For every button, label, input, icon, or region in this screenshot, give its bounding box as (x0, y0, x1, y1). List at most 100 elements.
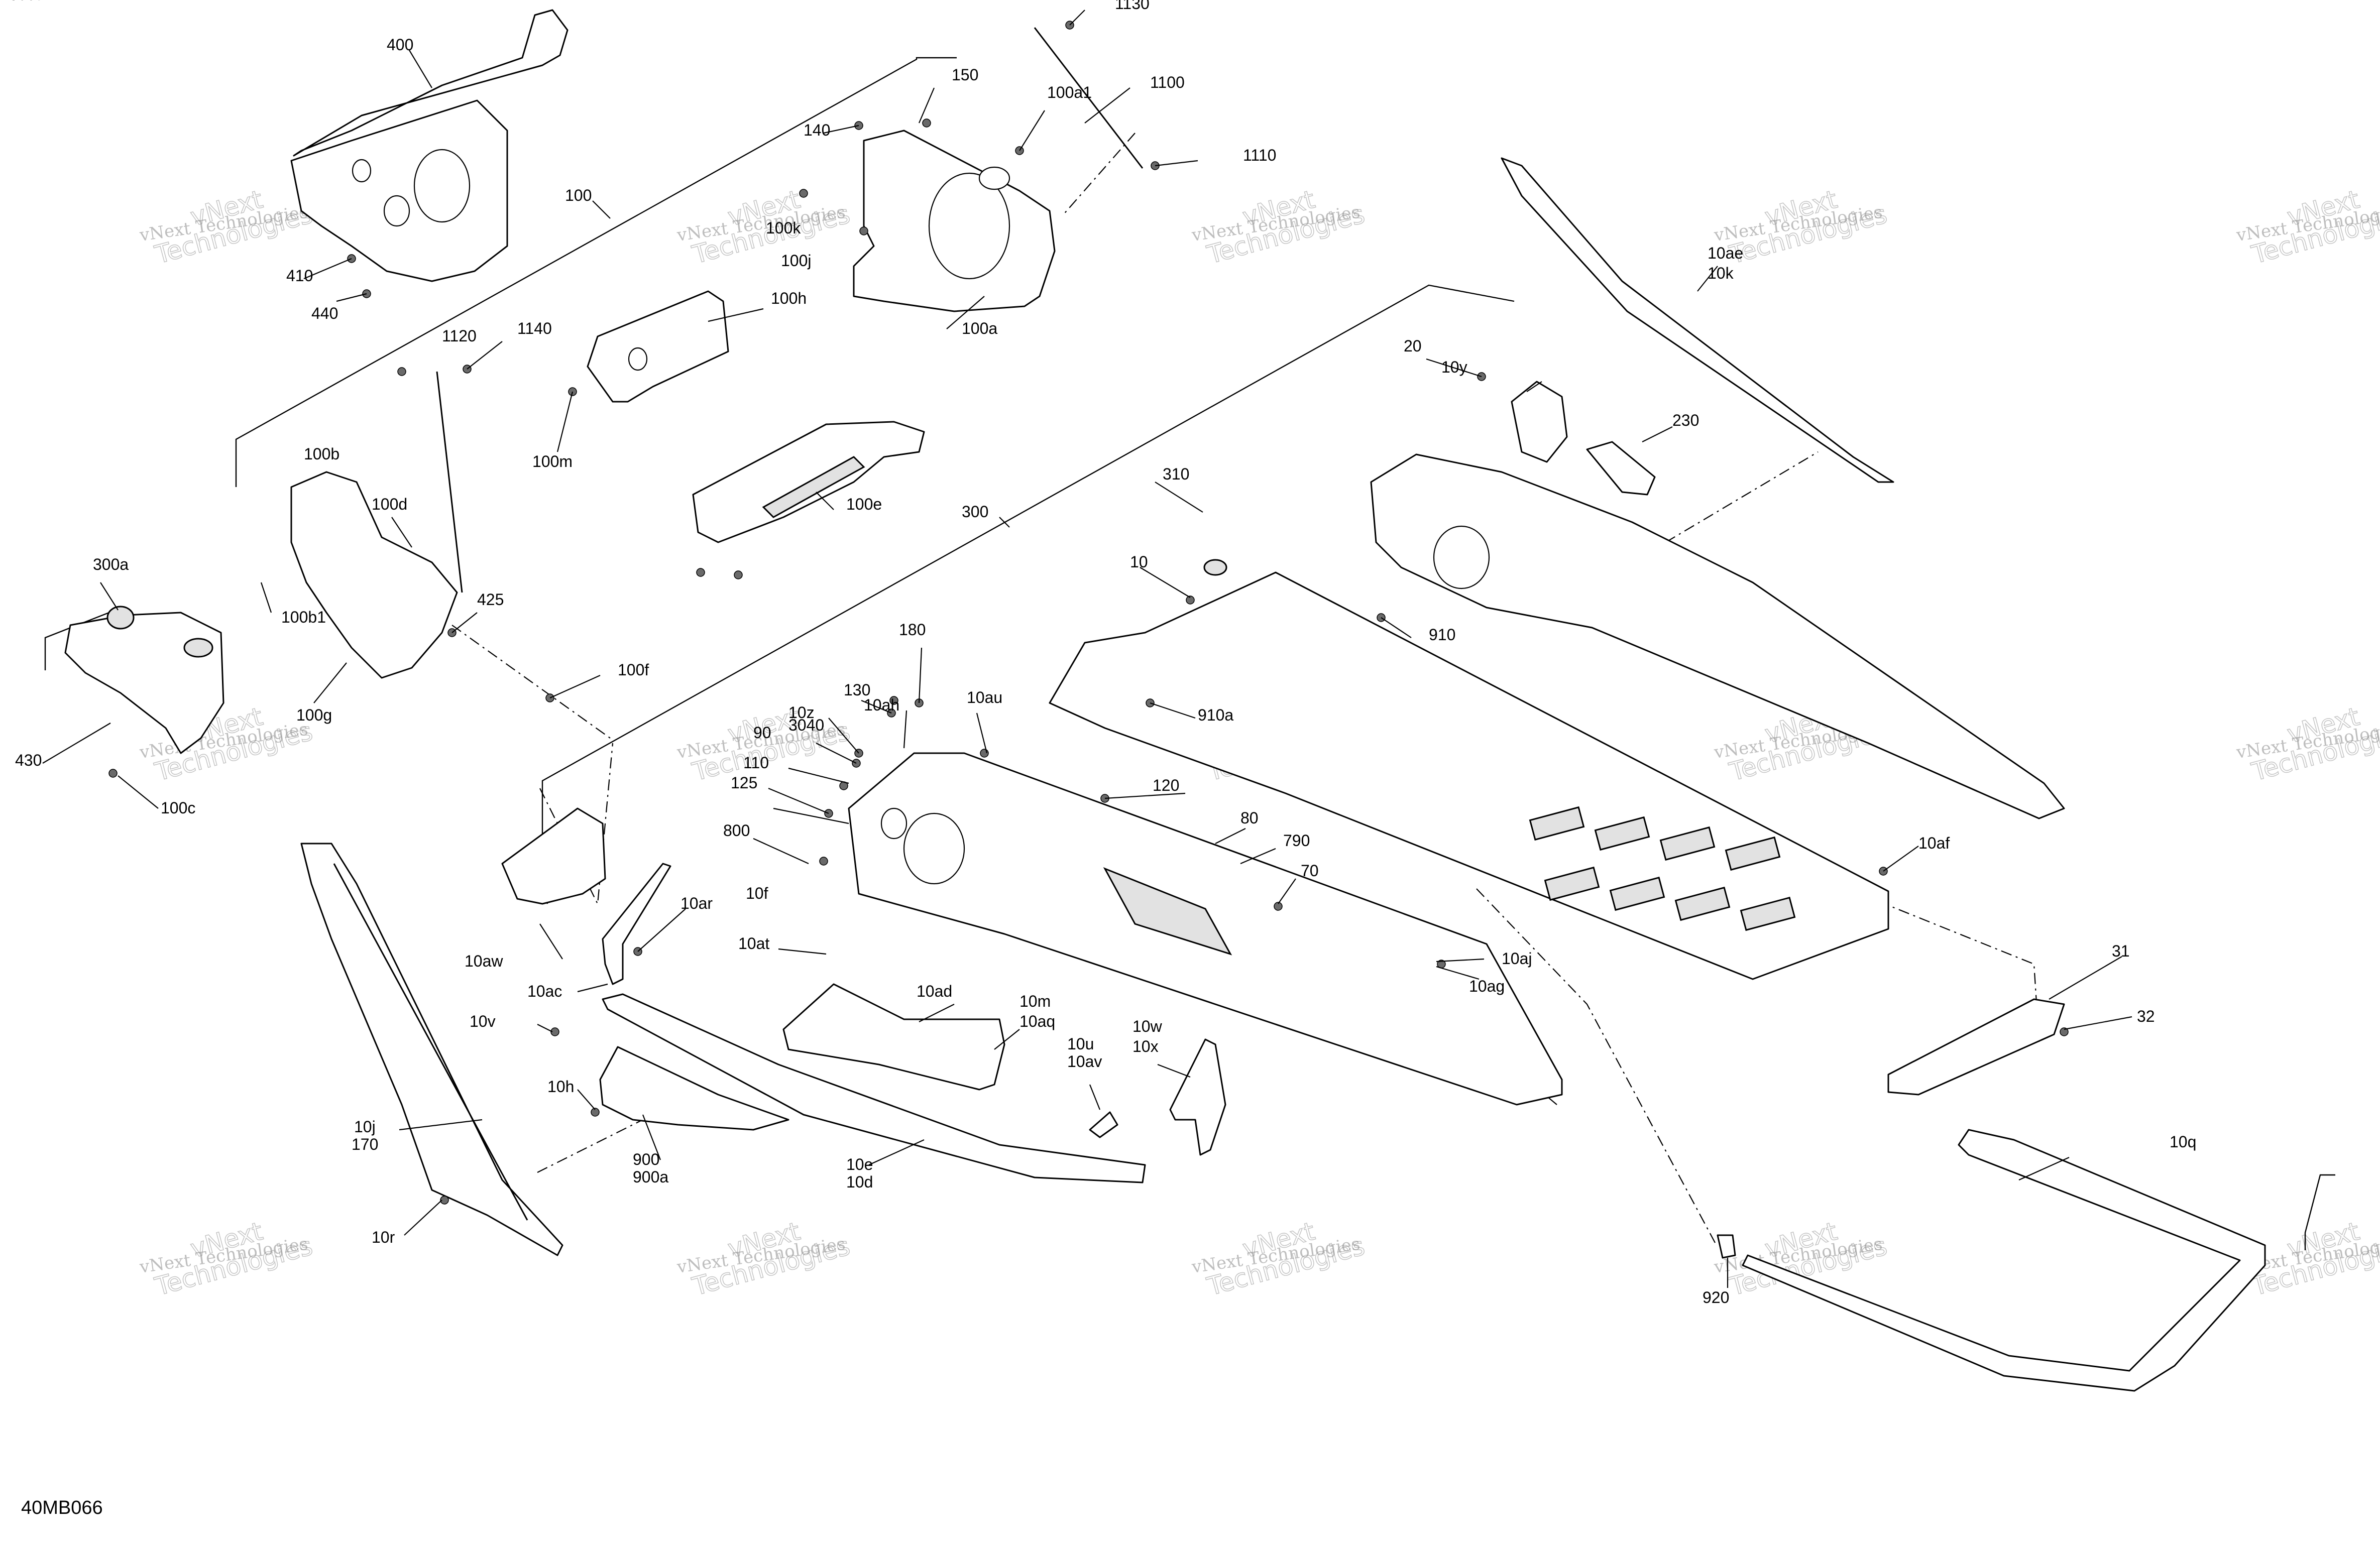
callout-800: 800 (723, 821, 750, 840)
callout-100g: 100g (296, 706, 332, 724)
callout-20: 20 (1404, 337, 1422, 355)
callout-920: 920 (1703, 1288, 1729, 1307)
callout-100d: 100d (372, 495, 407, 513)
callout-100h: 100h (771, 289, 807, 307)
callout-900: 900 (633, 1150, 659, 1168)
front-frame-400-shape (290, 9, 569, 282)
callout-10z: 10z (788, 703, 815, 722)
fastener-dot (889, 696, 898, 705)
callout-1300: 1300 (0, 0, 36, 4)
clip-1300a-shape (1717, 1234, 1736, 1259)
callout-1120: 1120 (442, 327, 477, 345)
callout-310: 310 (1163, 465, 1189, 483)
callout-100a1: 100a1 (1047, 83, 1092, 101)
callout-100c: 100c (161, 799, 195, 817)
tunnel-cutouts (1529, 806, 1796, 931)
callout-1300a: 1300a (0, 0, 45, 4)
bracket-10e-shape (599, 1046, 789, 1131)
callout-70: 70 (1301, 862, 1319, 880)
bracket-300-shape (64, 612, 224, 754)
callout-10k: 10k (1708, 264, 1734, 282)
diagram-id-label: 40MB066 (21, 1497, 103, 1518)
dash-430 (539, 743, 614, 906)
upper-frame-100a-shape (853, 130, 1056, 312)
clip-10w-shape (1089, 1111, 1118, 1138)
callout-900a: 900a (633, 1168, 668, 1186)
fastener-dot (922, 118, 931, 128)
callout-130: 130 (844, 681, 870, 699)
callout-10af: 10af (1918, 834, 1950, 852)
callout-10ah: 10ah (864, 696, 899, 714)
bracket-10aj-shape (501, 807, 606, 905)
bumper-1300-shape (1742, 1129, 2266, 1392)
callout-150: 150 (952, 66, 978, 84)
callout-910: 910 (1429, 626, 1455, 644)
callout-440: 440 (311, 304, 338, 322)
callout-10aw: 10aw (465, 952, 503, 970)
parts (64, 9, 2266, 1392)
callout-10au: 10au (967, 688, 1002, 706)
callout-425: 425 (477, 590, 504, 609)
bar-10k-shape (1586, 441, 1656, 496)
group-line-1300 (2304, 1174, 2335, 1250)
callout-10ag: 10ag (1469, 977, 1505, 995)
fastener-dot (696, 568, 705, 577)
group-line-300 (44, 609, 116, 670)
dash-1300 (1476, 888, 1716, 1243)
callout-10w: 10w (1132, 1017, 1163, 1035)
callout-10u: 10u (1067, 1035, 1094, 1053)
callout-300: 300 (962, 503, 988, 521)
callout-10x: 10x (1132, 1037, 1159, 1055)
strut-1100-shape (1034, 27, 1144, 169)
callout-300a: 300a (93, 555, 129, 573)
tunnel-top-shape (1049, 571, 1889, 980)
callout-10f: 10f (746, 884, 768, 902)
callout-430: 430 (15, 751, 42, 769)
callout-1140: 1140 (517, 319, 552, 337)
callout-1110: 1110 (1243, 146, 1276, 164)
callout-410: 410 (286, 267, 313, 285)
callout-110: 110 (743, 754, 769, 772)
callout-100a: 100a (962, 319, 997, 337)
callout-80: 80 (1240, 809, 1259, 827)
callout-10ar: 10ar (681, 894, 713, 912)
callout-31: 31 (2112, 942, 2130, 960)
callout-10aj: 10aj (1502, 949, 1532, 968)
plate-10aq-shape (782, 983, 1005, 1091)
callout-230: 230 (1672, 411, 1699, 429)
plate-100h-shape (587, 290, 729, 403)
runner-10r-shape (602, 993, 1146, 1183)
callout-910a: 910a (1198, 706, 1233, 724)
fastener-dot (980, 749, 989, 758)
grille-10ae-shape (1511, 381, 1568, 463)
callout-10ad: 10ad (917, 982, 952, 1000)
callout-100b1: 100b1 (281, 608, 326, 626)
fastener-dot (819, 857, 828, 866)
fastener-dot (799, 189, 808, 198)
callout-100b: 100b (304, 445, 339, 463)
fastener-dot (440, 1196, 449, 1205)
callout-100e: 100e (846, 495, 882, 513)
callout-100f: 100f (618, 661, 649, 679)
callout-790: 790 (1283, 832, 1310, 850)
callout-10v: 10v (470, 1012, 496, 1030)
callout-1100: 1100 (1150, 73, 1185, 91)
callout-100j: 100j (781, 252, 812, 270)
fastener-dot (1186, 596, 1195, 605)
callout-170: 170 (352, 1135, 378, 1153)
callout-labels: 400150140100a1110011301110100100k100j410… (0, 0, 2196, 1307)
callout-100: 100 (565, 186, 592, 204)
callout-10at: 10at (738, 934, 769, 953)
callout-10q: 10q (2170, 1133, 2196, 1151)
leader-lines (42, 10, 2132, 1288)
callout-10ae: 10ae (1708, 244, 1743, 262)
callout-10j: 10j (354, 1118, 376, 1136)
callout-180: 180 (899, 621, 926, 639)
